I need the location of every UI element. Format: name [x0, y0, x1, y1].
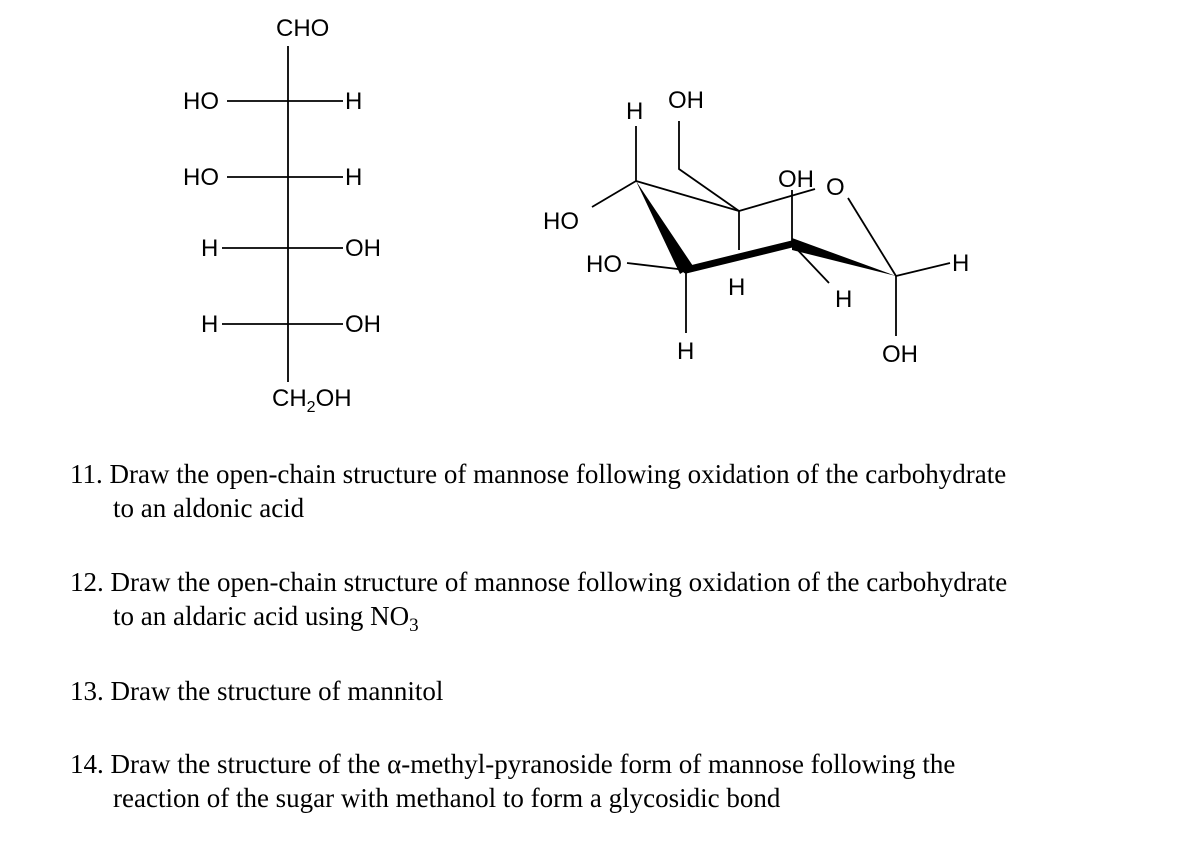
fischer-row-4-left: H	[201, 311, 218, 338]
fischer-top-label: CHO	[276, 15, 329, 42]
fischer-row-2-right: H	[345, 164, 362, 191]
fischer-row-1-right: H	[345, 88, 362, 115]
c5-h-label: H	[626, 98, 643, 125]
c6-ch2oh-bond	[678, 121, 740, 212]
fischer-row-3-right: OH	[345, 235, 381, 262]
back-o-bond	[738, 188, 816, 212]
question-14-line-1: Draw the structure of the α-methyl-pyran…	[110, 749, 956, 779]
o-c1-bond	[847, 197, 897, 277]
question-12: 12. Draw the open-chain structure of man…	[70, 565, 1170, 643]
structures-figure: CHO HO H HO H H OH H OH CH2OH HO H OH	[183, 15, 969, 416]
c2-oh-label: OH	[778, 166, 814, 193]
question-14-number: 14.	[70, 749, 104, 779]
fischer-row-2-left: HO	[183, 164, 219, 191]
c1-h-down-label: H	[835, 286, 852, 313]
c3-ho-bond	[626, 262, 687, 271]
fischer-row-3-left: H	[201, 235, 218, 262]
fischer-row-4-right: OH	[345, 311, 381, 338]
question-11-line-2: to an aldonic acid	[113, 493, 305, 523]
question-13-line-1: Draw the structure of mannitol	[110, 676, 444, 706]
c3-h-label: H	[677, 338, 694, 365]
c1-h-label: H	[952, 250, 969, 277]
question-14-line-2: reaction of the sugar with methanol to f…	[113, 783, 781, 813]
question-12-line-2: to an aldaric acid using NO	[113, 601, 410, 631]
c6-oh-label: OH	[668, 87, 704, 114]
question-12-subscript: 3	[409, 615, 419, 636]
fischer-row-1-left: HO	[183, 88, 219, 115]
c5-c4-bond	[591, 180, 637, 208]
question-13: 13. Draw the structure of mannitol	[70, 674, 1170, 708]
c3-c2-bold-bond	[682, 240, 796, 274]
c5-c3-wedge	[636, 181, 693, 274]
c2-h-label: H	[728, 274, 745, 301]
chair-conformation: HO H OH HO H H OH H	[543, 87, 969, 368]
c3-ho-label: HO	[586, 251, 622, 278]
c1-h-bond	[895, 262, 951, 277]
c2-c1-wedge	[792, 238, 896, 276]
question-14: 14. Draw the structure of the α-methyl-p…	[70, 747, 1170, 815]
question-13-number: 13.	[70, 676, 104, 706]
question-11-number: 11.	[70, 459, 103, 489]
question-11-line-1: Draw the open-chain structure of mannose…	[109, 459, 1007, 489]
fischer-projection: CHO HO H HO H H OH H OH CH2OH	[183, 15, 381, 416]
question-11: 11. Draw the open-chain structure of man…	[70, 457, 1170, 525]
ring-o-label: O	[826, 174, 845, 201]
question-12-line-1: Draw the open-chain structure of mannose…	[110, 567, 1008, 597]
c1-oh-label: OH	[882, 341, 918, 368]
c5-c6-bond	[635, 180, 740, 212]
question-12-number: 12.	[70, 567, 104, 597]
c4-ho-label: HO	[543, 208, 579, 235]
fischer-bottom-label: CH2OH	[272, 385, 352, 416]
